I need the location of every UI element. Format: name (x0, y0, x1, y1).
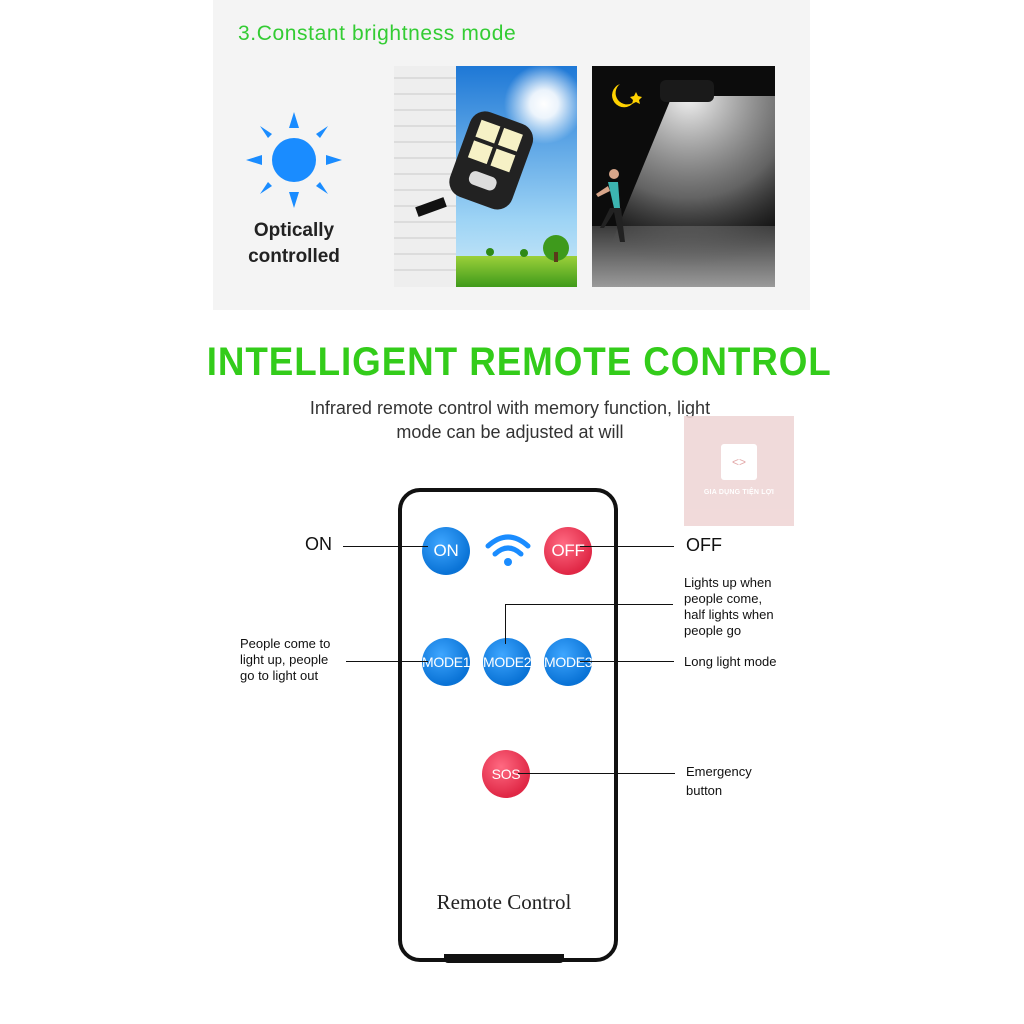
night-scene-image (592, 66, 775, 287)
mode2-label-line4: people go (684, 623, 742, 638)
star-icon (630, 92, 642, 104)
optical-label-line1: Optically (253, 220, 335, 241)
sos-label-line2: button (686, 783, 723, 798)
sos-label: Emergency button (686, 762, 752, 800)
mode2-label-line1: Lights up when (684, 575, 772, 590)
headline: INTELLIGENT REMOTE CONTROL (206, 340, 832, 384)
sos-callout-line (518, 773, 675, 774)
mode2-callout-line (505, 604, 673, 605)
mode3-label: Long light mode (684, 654, 777, 669)
mode2-label: Lights up when people come, half lights … (684, 575, 774, 639)
sos-button[interactable]: SOS (482, 750, 530, 798)
subtitle-line2: mode can be adjusted at will (396, 422, 624, 442)
on-callout-line (343, 546, 428, 547)
off-label: OFF (686, 535, 722, 555)
mode2-label-line3: half lights when (684, 607, 774, 622)
mode1-label-line3: go to light out (240, 668, 319, 683)
on-label: ON (305, 534, 332, 554)
on-button[interactable]: ON (422, 527, 470, 575)
day-scene-image (394, 66, 577, 287)
subtitle-line1: Infrared remote control with memory func… (309, 398, 711, 418)
mode3-callout-line (580, 661, 674, 662)
off-callout-line (580, 546, 674, 547)
mode2-callout-vline (505, 604, 506, 644)
mode2-button[interactable]: MODE2 (483, 638, 532, 686)
sun-icon (246, 112, 342, 208)
mode1-label-line2: light up, people (240, 652, 329, 667)
mode1-label-line1: People come to (240, 636, 331, 651)
remote-caption: Remote Control (436, 890, 572, 914)
mode1-label: People come to light up, people go to li… (240, 636, 330, 684)
watermark-logo: <> GIA DỤNG TIỆN LỢI (684, 416, 794, 526)
watermark-text: GIA DỤNG TIỆN LỢI (703, 489, 775, 496)
remote-bottom-edge (444, 954, 564, 963)
optical-label-line2: controlled (248, 246, 340, 267)
mode2-label-line2: people come, (684, 591, 763, 606)
wifi-signal-icon (485, 534, 531, 566)
watermark-icon: <> (721, 444, 757, 480)
mode1-callout-line (346, 661, 428, 662)
off-button[interactable]: OFF (544, 527, 592, 575)
mode3-button[interactable]: MODE3 (544, 638, 593, 686)
optically-controlled-label: Optically controlled (232, 218, 356, 270)
subtitle: Infrared remote control with memory func… (260, 396, 760, 444)
sos-label-line1: Emergency (686, 764, 752, 779)
mode-title: 3.Constant brightness mode (238, 22, 517, 45)
moon-icon (612, 84, 634, 108)
mode1-button[interactable]: MODE1 (422, 638, 471, 686)
